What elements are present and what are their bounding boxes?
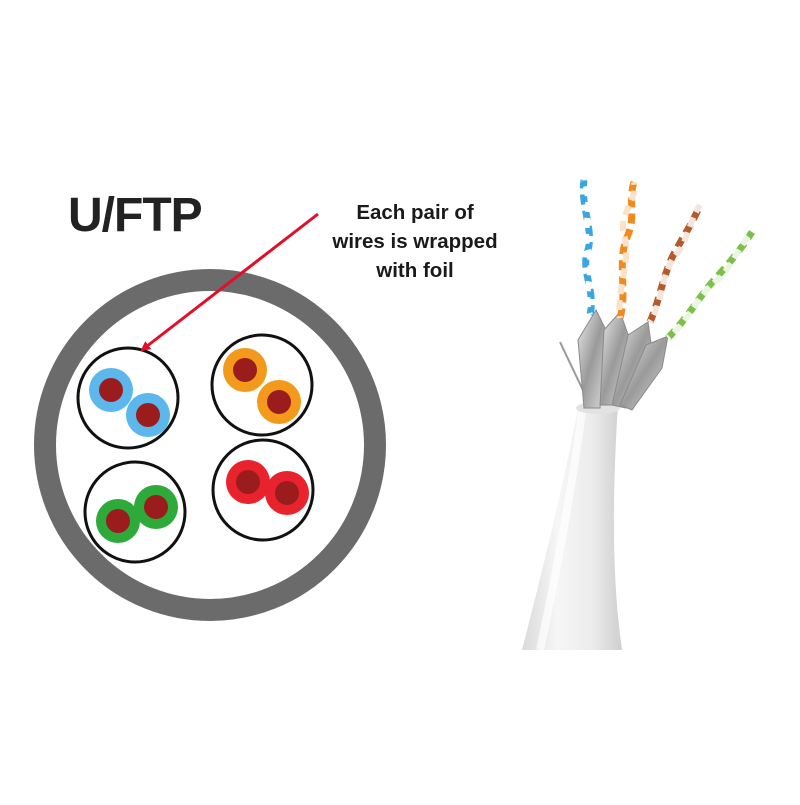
conductor xyxy=(144,495,168,519)
conductor xyxy=(267,390,291,414)
cable-illustration xyxy=(522,178,755,651)
green-pair xyxy=(83,460,187,564)
callout-line-2: wires is wrapped xyxy=(332,230,498,253)
callout-line-1: Each pair of xyxy=(356,201,474,224)
conductor xyxy=(275,481,299,505)
conductor xyxy=(236,470,260,494)
cable-jacket xyxy=(34,269,386,621)
conductor xyxy=(106,509,130,533)
conductor xyxy=(233,358,257,382)
red-pair xyxy=(211,438,315,542)
blue-pair xyxy=(76,346,180,450)
callout-arrow xyxy=(140,212,319,352)
conductor xyxy=(136,403,160,427)
callout-text: Each pair of wires is wrapped with foil xyxy=(300,198,530,285)
callout-line-3: with foil xyxy=(376,259,454,282)
conductor xyxy=(99,378,123,402)
diagram-title: U/FTP xyxy=(68,189,203,242)
orange-pair xyxy=(210,333,314,437)
